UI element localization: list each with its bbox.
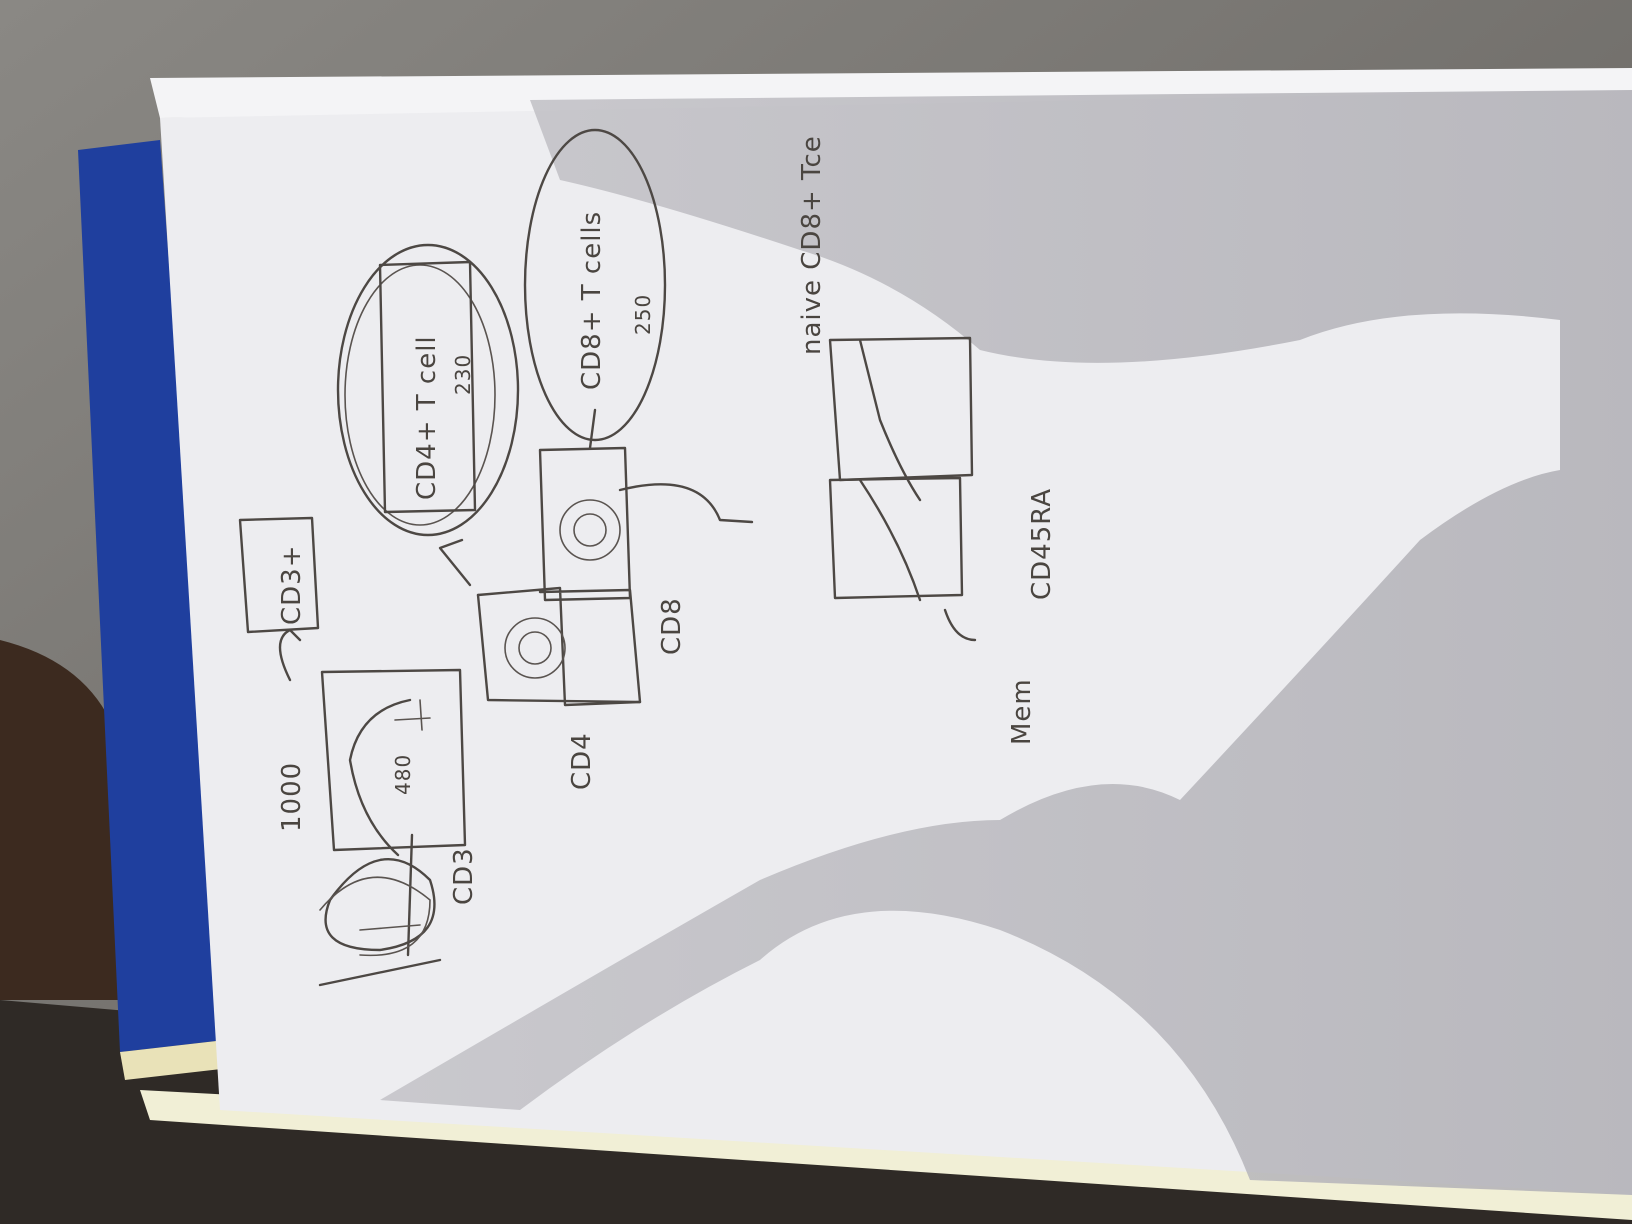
arrow-to-cd8-gate: [588, 408, 597, 450]
dark-object-lower-left: [0, 640, 140, 1000]
label-naive-cd8-t-cell: naive CD8+ Tce: [797, 135, 827, 355]
label-cd3: CD3: [449, 847, 479, 905]
hand-shadow: [380, 90, 1632, 1195]
cd3-histogram-sketch: [320, 668, 467, 857]
label-mem: Mem: [1007, 678, 1037, 745]
binder-bottom-edge: [120, 1040, 230, 1080]
label-cd8-t-cells: CD8+ T cells: [577, 211, 607, 390]
label-480: 480: [391, 754, 415, 795]
label-1000: 1000: [277, 762, 307, 832]
label-cd4-t-cell: CD4+ T cell: [412, 335, 442, 500]
cd4-cd8-plot-sketch: [476, 446, 642, 707]
cd4-t-cell-gate-sketch: [336, 243, 520, 537]
cd3-gate-sketch: [318, 833, 442, 987]
arrow-to-naive: [618, 483, 754, 524]
label-230: 230: [451, 354, 475, 395]
label-cd4: CD4: [567, 732, 597, 790]
arrow-to-cd4-gate: [438, 538, 472, 587]
label-250: 250: [631, 294, 655, 335]
label-cd8: CD8: [657, 597, 687, 655]
cd8-t-cell-gate-sketch: [523, 128, 667, 442]
blue-binder: [78, 140, 225, 1052]
label-cd3-plus: CD3+: [277, 544, 307, 625]
label-cd45ra: CD45RA: [1027, 488, 1057, 600]
cd3plus-gate-sketch: [238, 516, 320, 682]
cd45ra-histogram-sketch: [828, 336, 977, 642]
